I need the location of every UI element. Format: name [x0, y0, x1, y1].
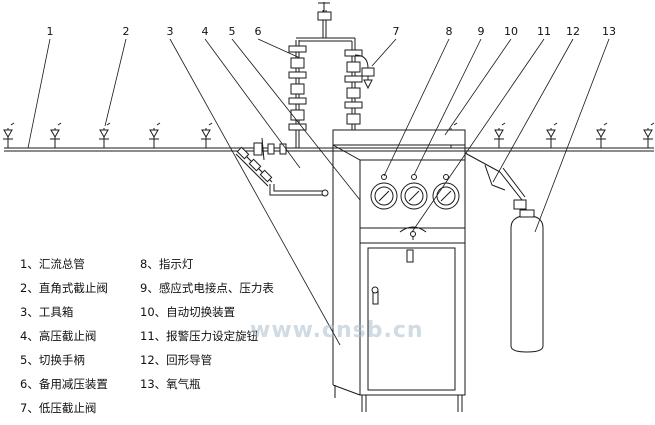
changeover-handle: [235, 137, 329, 197]
callout-number: 12: [566, 25, 580, 38]
leader-line: [104, 38, 127, 127]
angle-valve: [50, 122, 62, 148]
pressure-gauge: [400, 182, 428, 210]
callout-number: 6: [255, 25, 262, 38]
leader-line: [204, 38, 301, 169]
angle-valve: [201, 122, 213, 148]
legend-item: 10、自动切换装置: [140, 305, 236, 319]
leader-line: [383, 38, 450, 177]
callout-number: 2: [123, 25, 130, 38]
callout-number: 3: [167, 25, 174, 38]
legend-item: 11、报警压力设定旋钮: [140, 329, 259, 343]
pressure-gauges: [370, 174, 460, 210]
leader-line: [413, 38, 482, 176]
legend-item: 6、备用减压装置: [20, 377, 108, 391]
callout-number: 8: [446, 25, 453, 38]
legend-item: 13、氧气瓶: [140, 377, 201, 391]
leader-line: [371, 38, 397, 67]
watermark: www.cnsb.cn: [250, 318, 424, 343]
angle-valves: [3, 122, 655, 148]
legend-right: 8、指示灯 9、感应式电接点、压力表 10、自动切换装置 11、报警压力设定旋钮 12、…: [140, 252, 274, 396]
coil-pipe: [464, 152, 527, 222]
legend-item: 7、低压截止阀: [20, 401, 97, 415]
low-pressure-valve: [354, 54, 375, 90]
angle-valve: [596, 122, 608, 148]
legend-item: 5、切换手柄: [20, 353, 85, 367]
leader-line: [27, 38, 51, 149]
leader-line: [257, 38, 301, 59]
pressure-gauge: [370, 182, 398, 210]
angle-valve: [99, 122, 111, 148]
legend-item: 4、高压截止阀: [20, 329, 97, 343]
legend-item: 3、工具箱: [20, 305, 74, 319]
angle-valve: [494, 122, 506, 148]
callout-number: 10: [504, 25, 518, 38]
legend-item: 9、感应式电接点、压力表: [140, 281, 274, 295]
angle-valve: [149, 122, 161, 148]
callout-number: 7: [393, 25, 400, 38]
legend-item: 1、汇流总管: [20, 257, 85, 271]
legend-item: 12、回形导管: [140, 353, 213, 367]
leader-line: [492, 38, 574, 183]
angle-valve: [3, 122, 15, 148]
callout-number: 13: [602, 25, 616, 38]
angle-valve: [643, 122, 655, 148]
backup-regulator-stack: [288, 45, 363, 131]
leader-line: [231, 38, 361, 201]
callout-number: 1: [47, 25, 54, 38]
indicator-lamp: [381, 174, 387, 180]
indicator-lamp: [443, 174, 449, 180]
oxygen-cylinder: [510, 209, 544, 353]
callout-number: 9: [478, 25, 485, 38]
angle-valve: [546, 122, 558, 148]
pressure-gauge: [432, 182, 460, 210]
leader-line: [534, 38, 610, 233]
alarm-pressure-knob: [399, 226, 427, 240]
callout-number: 5: [229, 25, 236, 38]
leader-line: [411, 38, 545, 233]
callout-number: 4: [202, 25, 209, 38]
callout-number: 11: [537, 25, 551, 38]
auto-switch-cabinet: [332, 129, 466, 412]
legend-item: 2、直角式截止阀: [20, 281, 108, 295]
leader-line: [169, 38, 341, 346]
legend-item: 8、指示灯: [140, 257, 194, 271]
legend-left: 1、汇流总管 2、直角式截止阀 3、工具箱 4、高压截止阀 5、切换手柄 6、备用减压装置…: [20, 252, 108, 420]
manifold-pipe: [4, 147, 654, 152]
indicator-lamp: [411, 174, 417, 180]
leader-line: [444, 38, 512, 136]
